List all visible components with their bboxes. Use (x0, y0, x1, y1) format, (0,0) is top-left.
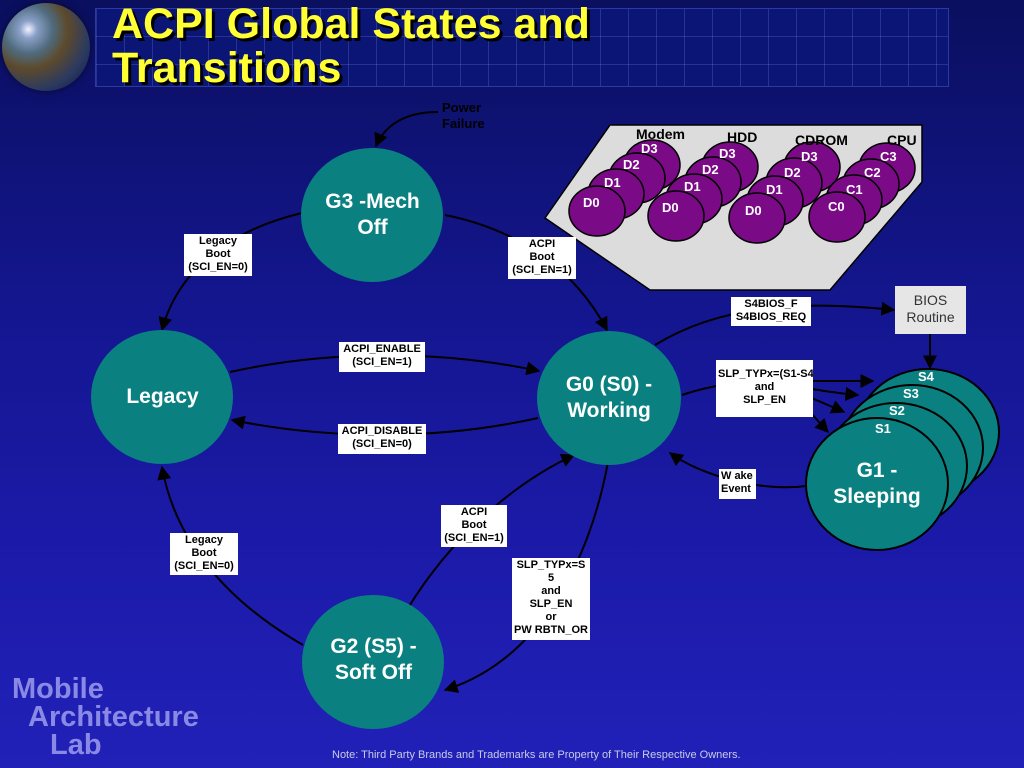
cpu-c0 (808, 191, 866, 243)
state-legacy-label: Legacy (126, 385, 199, 408)
sleep-s1-label: S1 (875, 421, 891, 436)
hdd-d0 (647, 190, 705, 242)
state-g3 (301, 148, 443, 282)
cdrom-d2-label: D2 (784, 165, 801, 180)
hdd-stack (647, 141, 759, 242)
sleep-s1-disc (805, 417, 949, 551)
state-g0 (537, 331, 681, 465)
cdrom-d0-label: D0 (745, 203, 762, 218)
header-cpu: CPU (887, 132, 917, 148)
modem-stack (568, 139, 681, 237)
title-line-1: ACPI Global States and (112, 0, 590, 48)
hdd-d2-label: D2 (702, 162, 719, 177)
sleep-s3-label: S3 (903, 386, 919, 401)
cpu-c0-label: C0 (828, 199, 845, 214)
state-g2 (302, 595, 444, 729)
header-hdd: HDD (727, 129, 758, 145)
state-legacy (91, 330, 233, 464)
modem-d1-label: D1 (604, 175, 621, 190)
state-g2-label: G2 (S5) -Soft Off (330, 635, 417, 684)
label-acpi-enable: ACPI_ENABLE(SCI_EN=1) (339, 342, 425, 372)
trademark-note: Note: Third Party Brands and Trademarks … (332, 749, 741, 761)
modem-d0-label: D0 (583, 195, 600, 210)
label-acpi-disable: ACPI_DISABLE(SCI_EN=0) (338, 424, 426, 454)
hdd-d1-label: D1 (684, 179, 701, 194)
globe-icon (2, 3, 90, 91)
cpu-stack (808, 142, 916, 243)
cdrom-d0 (728, 192, 786, 244)
sleep-stack (805, 368, 1000, 551)
cpu-c1-label: C1 (846, 182, 863, 197)
hdd-d0-label: D0 (662, 200, 679, 215)
mobile-architecture-lab-logo: Mobile Architecture Lab (12, 673, 199, 761)
cpu-c2-label: C2 (864, 165, 881, 180)
state-g0-label: G0 (S0) -Working (565, 373, 653, 422)
hdd-d3-label: D3 (719, 146, 736, 161)
cdrom-d1-label: D1 (766, 182, 783, 197)
arrow-power-failure (374, 111, 439, 148)
world-map-banner (95, 8, 949, 87)
cdrom-d3-label: D3 (801, 149, 818, 164)
cpu-c3-label: C3 (880, 149, 897, 164)
header-cdrom: CDROM (795, 132, 848, 148)
header-modem: Modem (636, 126, 685, 142)
modem-d2-label: D2 (623, 157, 640, 172)
cdrom-stack (728, 141, 841, 244)
modem-d0 (568, 185, 626, 237)
title-line-2: Transitions (112, 44, 342, 92)
sleep-s4-label: S4 (918, 369, 934, 384)
modem-d3-label: D3 (641, 141, 658, 156)
state-g1-label: G1 -Sleeping (833, 459, 921, 508)
slide-title: ACPI Global States and Transitions (112, 2, 590, 90)
sleep-s2-label: S2 (889, 403, 905, 418)
